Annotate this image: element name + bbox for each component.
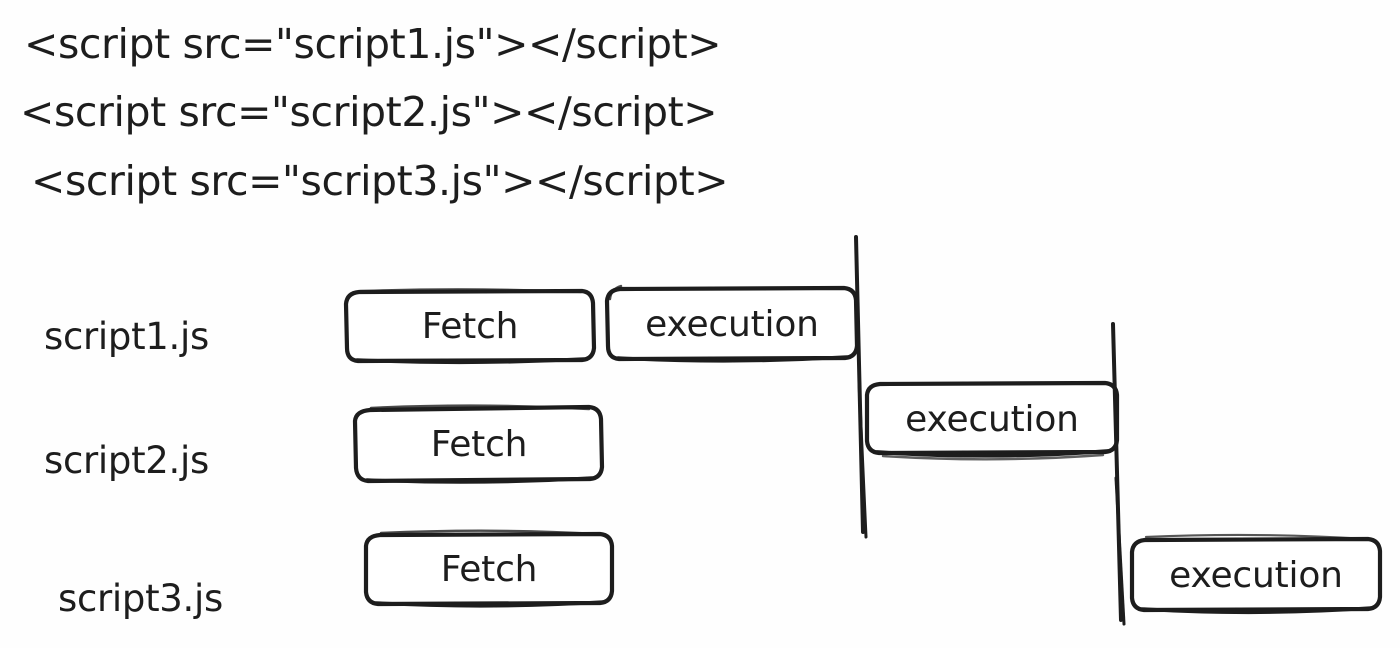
code-listing: <script src="script1.js"></script> <scri… bbox=[0, 0, 1400, 222]
row-label-script3: script3.js bbox=[58, 577, 223, 620]
block-fetch-script1: Fetch bbox=[343, 288, 597, 365]
row-label-script1: script1.js bbox=[44, 315, 209, 358]
divider-after-script2-execution bbox=[1103, 318, 1143, 630]
row-label-script2: script2.js bbox=[44, 439, 209, 482]
block-fetch-script2: Fetch bbox=[352, 404, 605, 484]
code-line-script2: <script src="script2.js"></script> bbox=[20, 88, 718, 136]
divider-after-script1-execution bbox=[846, 232, 886, 544]
block-execution-script1: execution bbox=[604, 283, 860, 365]
code-line-script3: <script src="script3.js"></script> bbox=[31, 157, 729, 205]
block-execution-script3: execution bbox=[1128, 533, 1384, 616]
code-line-script1: <script src="script1.js"></script> bbox=[24, 20, 722, 68]
block-execution-script2: execution bbox=[863, 378, 1121, 461]
block-fetch-script3: Fetch bbox=[363, 529, 615, 608]
